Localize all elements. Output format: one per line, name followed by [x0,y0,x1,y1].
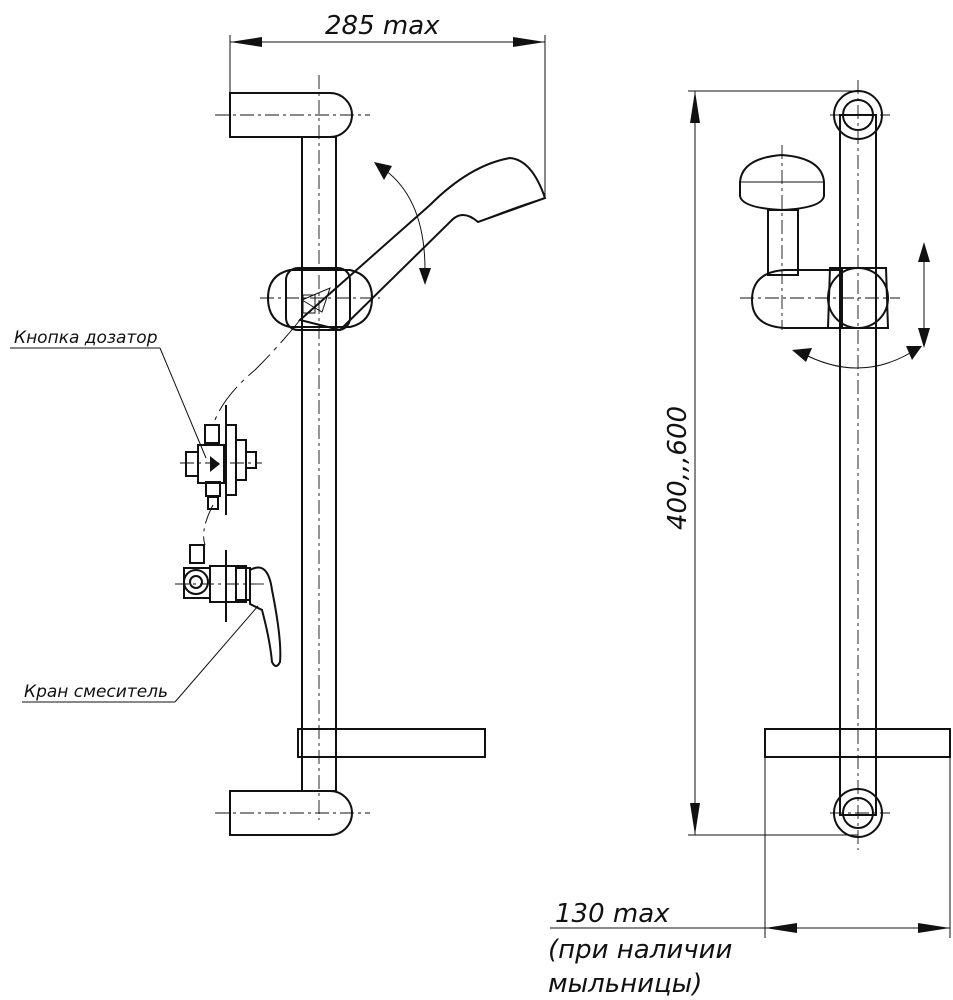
hand-shower [297,156,547,332]
hose-line [214,319,301,421]
depth-dimension-note-line1: (при наличии [548,935,732,965]
side-soap-dish [764,728,951,758]
slider-holder [260,267,380,331]
side-slider-holder [740,267,900,329]
side-shower-head [739,145,825,330]
rotation-arrow-front [374,162,431,285]
callout-dispenser-button: Кнопка дозатор [10,328,207,459]
width-dimension-label: 285 max [325,11,440,41]
soap-dish [297,728,486,758]
depth-dimension-note-line2: мыльницы) [548,969,702,999]
depth-dimension: 130 max (при наличии мыльницы) [548,757,951,999]
rotation-arrow-side [792,346,922,369]
dispenser-button-assembly [180,405,262,515]
height-dimension: 400,,,600 [663,90,858,836]
callout-mixer-tap: Кран смеситель [22,605,259,703]
callout-mixer-tap-label: Кран смеситель [24,682,168,702]
height-dimension-label: 400,,,600 [663,406,693,530]
depth-dimension-label: 130 max [555,899,670,929]
width-dimension: 285 max [229,11,546,198]
bottom-wall-bracket [229,790,353,836]
mixer-tap-assembly [175,544,282,667]
side-view: 400,,,600 130 max (при наличии мыльницы) [548,80,951,999]
callout-dispenser-button-label: Кнопка дозатор [14,328,158,348]
front-view: Кнопка дозатор Кран смеситель 285 max [10,11,547,836]
slide-direction-arrow [918,242,930,348]
